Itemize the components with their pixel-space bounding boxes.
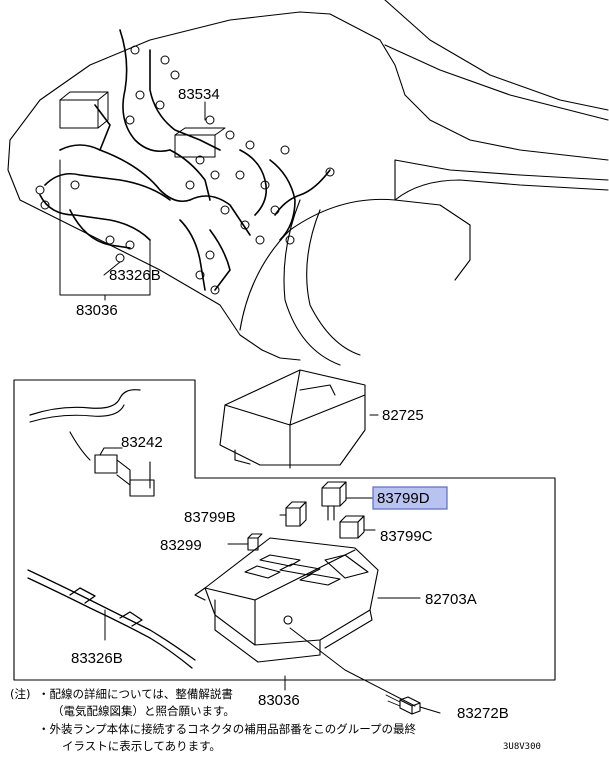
label-83299[interactable]: 83299 <box>160 537 202 554</box>
label-83799b[interactable]: 83799B <box>184 509 236 526</box>
parts-group-frame <box>13 379 556 681</box>
harness-83326b-bottom <box>27 569 196 669</box>
vehicle-body <box>7 0 609 366</box>
leaders-bottom <box>284 627 416 707</box>
label-82725[interactable]: 82725 <box>382 407 424 424</box>
label-82703a[interactable]: 82703A <box>425 591 477 608</box>
note-line-2: （電気配線図集）と照合願います。 <box>52 704 235 718</box>
label-83036-top[interactable]: 83036 <box>76 302 118 319</box>
label-83534[interactable]: 83534 <box>178 86 220 103</box>
relay-parts <box>227 481 376 551</box>
label-83799c[interactable]: 83799C <box>380 528 433 545</box>
highlight-83799d <box>372 486 448 510</box>
note-line-3: ・外装ランプ本体に接続するコネクタの補用品部番をこのグループの最終 <box>38 722 417 736</box>
harness-connector-83242 <box>29 389 155 497</box>
label-83272b[interactable]: 83272B <box>457 705 509 722</box>
note-prefix: (注) <box>10 687 31 701</box>
label-83799d[interactable]: 83799D <box>377 490 430 507</box>
label-83242[interactable]: 83242 <box>121 434 163 451</box>
leaders-top <box>59 101 206 301</box>
illustration-code: 3U8V300 <box>503 742 541 752</box>
label-83036-bottom[interactable]: 83036 <box>258 692 300 709</box>
label-83326b-bottom[interactable]: 83326B <box>71 650 123 667</box>
note-line-4: イラストに表示してあります。 <box>62 739 221 753</box>
note-line-1: ・配線の詳細については、整備解説書 <box>38 687 233 701</box>
relay-box-body <box>194 537 421 663</box>
label-83326b-top[interactable]: 83326B <box>109 267 161 284</box>
harness-connectors-top <box>35 45 335 295</box>
relay-box-cover <box>219 369 379 469</box>
engine-wiring-harness <box>39 29 331 291</box>
bolt-83272b <box>385 694 441 715</box>
